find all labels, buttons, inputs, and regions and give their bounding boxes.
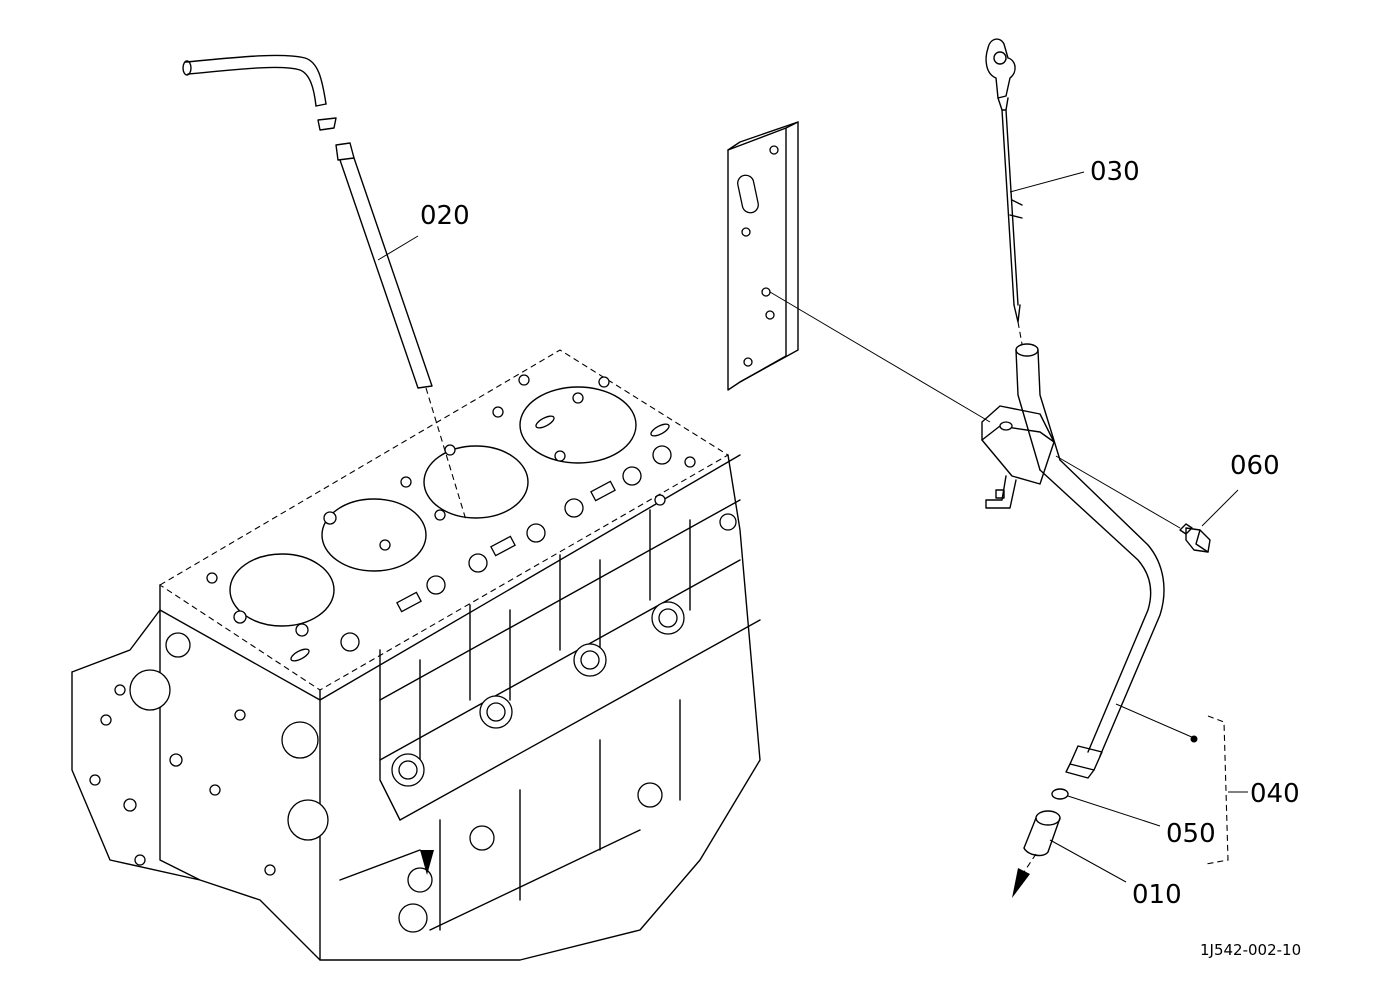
callout-030: 030 xyxy=(1090,157,1140,187)
callout-040: 040 xyxy=(1250,779,1300,809)
callout-020: 020 xyxy=(420,201,470,231)
callout-010: 010 xyxy=(1132,880,1182,910)
bracket-leader xyxy=(769,291,991,423)
drawing-id: 1J542-002-10 xyxy=(1200,941,1301,959)
bracket-plate xyxy=(727,121,799,391)
bolt-060 xyxy=(1055,455,1239,553)
o-ring-050 xyxy=(1051,788,1161,827)
guide-tube-020 xyxy=(182,54,467,521)
dipstick-030 xyxy=(985,38,1085,345)
callout-060: 060 xyxy=(1230,451,1280,481)
callout-050: 050 xyxy=(1166,819,1216,849)
guide-pipe-040 xyxy=(981,343,1198,779)
engine-block xyxy=(71,349,761,961)
adapter-010 xyxy=(1012,810,1127,898)
